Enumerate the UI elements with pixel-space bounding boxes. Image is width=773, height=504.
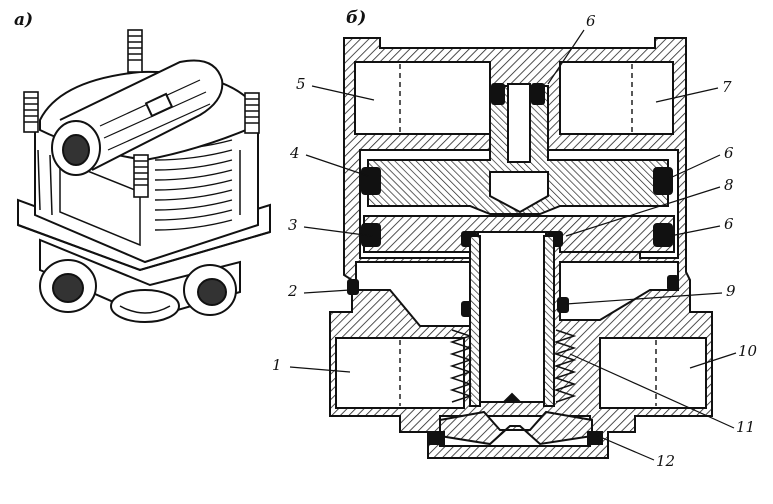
- perspective-view: [17, 29, 271, 323]
- callout-12: 12: [656, 452, 676, 470]
- panel-label-b: б): [346, 8, 367, 28]
- callout-10: 10: [738, 342, 758, 360]
- callout-1: 1: [272, 356, 282, 374]
- callout-8: 8: [724, 176, 734, 194]
- callout-2: 2: [288, 282, 298, 300]
- callout-6-top: 6: [586, 12, 596, 30]
- callout-4: 4: [290, 144, 300, 162]
- callout-9: 9: [726, 282, 736, 300]
- section-view: [289, 29, 737, 461]
- panel-label-a: а): [14, 10, 34, 30]
- callout-3: 3: [288, 216, 298, 234]
- callout-6-b: 6: [724, 215, 734, 233]
- callout-5: 5: [296, 75, 306, 93]
- callout-11: 11: [736, 418, 756, 436]
- callout-7: 7: [722, 78, 732, 96]
- callout-6-a: 6: [724, 144, 734, 162]
